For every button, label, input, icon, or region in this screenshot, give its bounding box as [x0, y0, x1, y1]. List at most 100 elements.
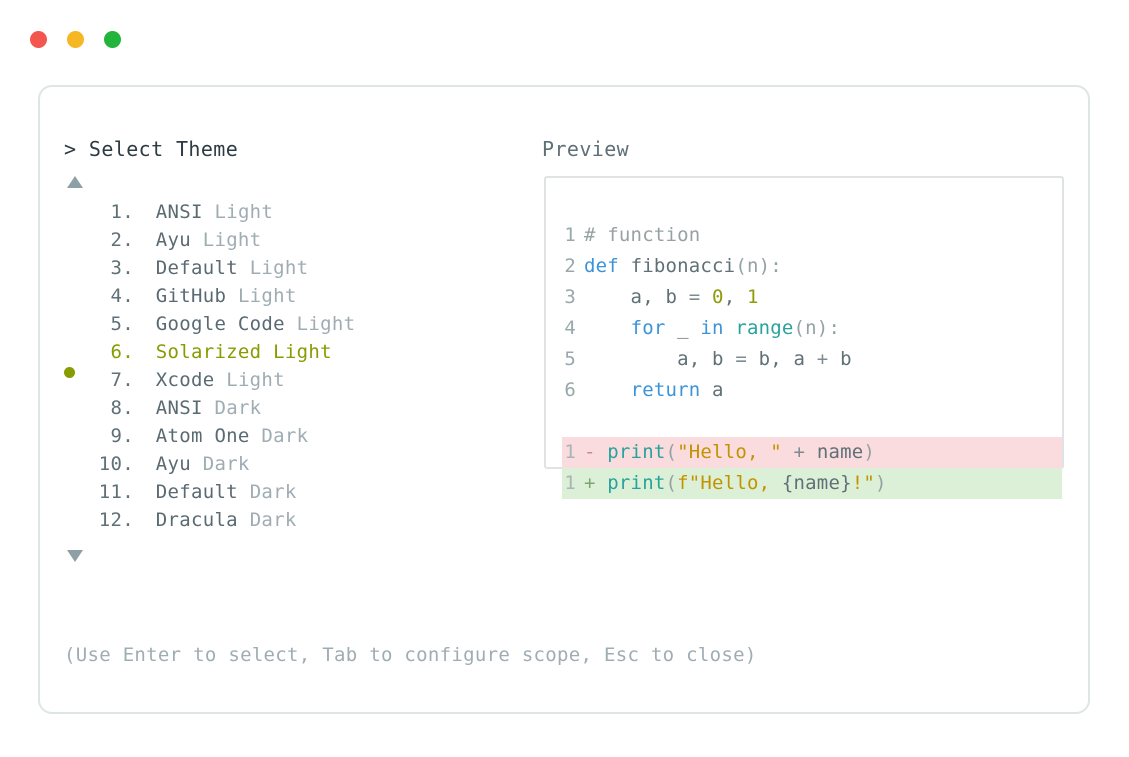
triangle-down-icon[interactable]: [67, 550, 83, 562]
diff-line-added: 1+ print(f"Hello, {name}!"): [562, 468, 1062, 499]
code-token: [584, 317, 631, 339]
code-token: in: [700, 317, 736, 339]
minimize-dot[interactable]: [67, 31, 84, 48]
line-number: 5: [564, 348, 576, 370]
name-variant-spacer: [191, 450, 203, 478]
name-variant-spacer: [214, 366, 226, 394]
code-token: for: [630, 317, 678, 339]
code-token: ,: [723, 286, 747, 308]
code-token: ): [863, 441, 876, 463]
code-token: ): [875, 472, 887, 494]
code-token: {name}: [781, 472, 852, 494]
code-token: !": [851, 472, 876, 494]
page-title: > Select Theme: [64, 137, 239, 161]
code-token: 1: [746, 286, 759, 308]
close-dot[interactable]: [30, 31, 47, 48]
theme-item-name: Ayu: [155, 453, 191, 475]
maximize-dot[interactable]: [104, 31, 121, 48]
index-spacer: [134, 506, 156, 534]
line-number: 2: [564, 255, 576, 277]
code-token: a, b: [584, 286, 689, 308]
theme-item-index: 11.: [98, 481, 134, 503]
code-token: return: [630, 379, 713, 401]
theme-item-name: Xcode: [155, 369, 215, 391]
name-variant-spacer: [191, 226, 203, 254]
theme-item-name: Dracula: [155, 509, 238, 531]
theme-item-variant: Light: [214, 201, 274, 223]
theme-item-variant: Dark: [261, 425, 309, 447]
theme-list-item[interactable]: 10. Ayu Dark: [64, 450, 534, 478]
theme-list-item[interactable]: 1. ANSI Light: [64, 198, 534, 226]
theme-item-name: Atom One: [155, 425, 250, 447]
window-controls: [30, 31, 121, 48]
theme-list-item[interactable]: 6. Solarized Light: [64, 338, 534, 378]
theme-item-variant: Light: [202, 229, 262, 251]
theme-list-item[interactable]: 12. Dracula Dark: [64, 506, 534, 534]
theme-list-item[interactable]: 11. Default Dark: [64, 478, 534, 506]
theme-list-item[interactable]: 4. GitHub Light: [64, 282, 534, 310]
theme-item-name: Solarized: [155, 341, 262, 363]
code-token: # function: [584, 224, 701, 246]
code-token: (: [665, 441, 678, 463]
theme-item-index: 8.: [110, 397, 134, 419]
theme-item-index: 7.: [110, 369, 134, 391]
code-token: +: [584, 472, 608, 494]
index-spacer: [134, 422, 156, 450]
theme-item-name: Default: [155, 481, 238, 503]
line-number: 1: [564, 472, 576, 494]
theme-item-variant: Dark: [249, 481, 297, 503]
theme-item-name: GitHub: [155, 285, 227, 307]
name-variant-spacer: [203, 394, 215, 422]
code-token: _: [677, 317, 701, 339]
theme-item-variant: Light: [249, 257, 309, 279]
theme-item-name: ANSI: [155, 201, 203, 223]
name-variant-spacer: [238, 506, 250, 534]
theme-list-item[interactable]: 2. Ayu Light: [64, 226, 534, 254]
index-spacer: [134, 198, 156, 226]
theme-list-item[interactable]: 9. Atom One Dark: [64, 422, 534, 450]
theme-item-name: ANSI: [155, 397, 203, 419]
code-token: (: [665, 472, 678, 494]
code-token: [584, 379, 631, 401]
index-spacer: [134, 226, 156, 254]
theme-item-index: 10.: [98, 453, 134, 475]
code-token: print: [607, 472, 666, 494]
code-line: 4 for _ in range(n):: [562, 313, 1062, 344]
code-line: 3 a, b = 0, 1: [562, 282, 1062, 313]
code-token: 0: [712, 286, 724, 308]
code-token: (n):: [735, 255, 782, 277]
theme-item-variant: Dark: [249, 509, 297, 531]
theme-item-variant: Dark: [214, 397, 262, 419]
line-number: 1: [564, 224, 576, 246]
name-variant-spacer: [285, 310, 297, 338]
keyboard-hint: (Use Enter to select, Tab to configure s…: [64, 644, 757, 666]
theme-list-item[interactable]: 3. Default Light: [64, 254, 534, 282]
theme-list-item[interactable]: 5. Google Code Light: [64, 310, 534, 338]
diff-line-removed: 1- print("Hello, " + name): [562, 437, 1062, 468]
triangle-up-icon[interactable]: [67, 176, 83, 188]
code-line: 1 # function: [562, 220, 1062, 251]
code-token: =: [688, 286, 713, 308]
theme-item-name: Google Code: [155, 313, 285, 335]
name-variant-spacer: [238, 254, 250, 282]
name-variant-spacer: [203, 198, 215, 226]
code-token: def: [584, 255, 631, 277]
line-number: 4: [564, 317, 576, 339]
code-token: +: [816, 348, 841, 370]
code-line: 5 a, b = b, a + b: [562, 344, 1062, 375]
code-token: a, b: [584, 348, 736, 370]
code-token: name: [816, 441, 864, 463]
index-spacer: [134, 310, 156, 338]
theme-list-item[interactable]: 8. ANSI Dark: [64, 394, 534, 422]
index-spacer: [134, 450, 156, 478]
theme-item-variant: Light: [273, 341, 332, 363]
diff-block: 1- print("Hello, " + name)1+ print(f"Hel…: [562, 437, 1062, 499]
name-variant-spacer: [238, 478, 250, 506]
theme-item-index: 4.: [110, 285, 134, 307]
theme-list-item[interactable]: 7. Xcode Light: [64, 366, 534, 394]
